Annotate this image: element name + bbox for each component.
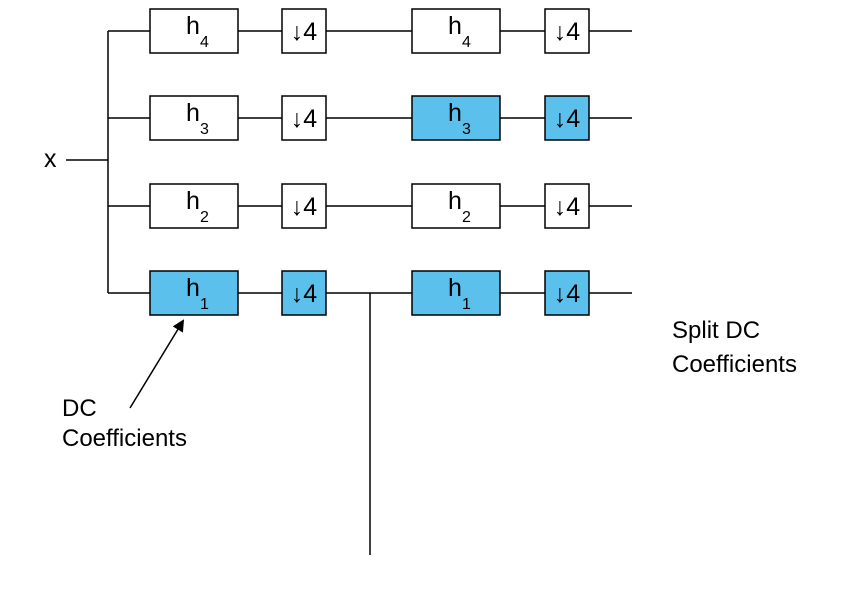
input-label: x	[44, 145, 57, 173]
filter-label: h	[186, 187, 200, 215]
filter-box-h1	[411, 270, 501, 316]
stage1-row-h2: h2 ↓4	[108, 183, 370, 229]
downsample-label: ↓4	[291, 18, 318, 46]
filter-box-h1	[149, 270, 239, 316]
split-dc-label-line1: Split DC	[672, 317, 760, 344]
stage2-row-h2: h2 ↓4	[370, 183, 632, 229]
downsample-label: ↓4	[554, 193, 581, 221]
stage2-row-h4: h4 ↓4	[370, 8, 632, 54]
filter-subscript: 4	[200, 34, 209, 51]
split-dc-label-line2: Coefficients	[672, 351, 797, 378]
filter-subscript: 3	[200, 121, 209, 138]
filter-box-h4	[411, 8, 501, 54]
filter-box-h3	[411, 95, 501, 141]
dc-label-line2: Coefficients	[62, 425, 187, 452]
filter-label: h	[448, 12, 462, 40]
downsample-box	[544, 95, 590, 141]
downsample-label: ↓4	[554, 280, 581, 308]
stage1-filter-bank: h4↓4h3↓4h2↓4h1↓4	[108, 8, 370, 316]
stage1-row-h3: h3 ↓4	[108, 95, 370, 141]
filter-label: h	[448, 274, 462, 302]
downsample-label: ↓4	[291, 105, 318, 133]
filter-box-h2	[149, 183, 239, 229]
filter-label: h	[448, 187, 462, 215]
downsample-label: ↓4	[291, 280, 318, 308]
filter-subscript: 2	[200, 209, 209, 226]
downsample-box	[281, 183, 327, 229]
downsample-box	[544, 8, 590, 54]
filter-subscript: 4	[462, 34, 471, 51]
downsample-label: ↓4	[291, 193, 318, 221]
stage1-row-h1: h1 ↓4	[108, 270, 370, 316]
filter-box-h3	[149, 95, 239, 141]
stage2-row-h3: h3 ↓4	[370, 95, 632, 141]
downsample-label: ↓4	[554, 105, 581, 133]
downsample-box	[281, 95, 327, 141]
filter-label: h	[186, 99, 200, 127]
downsample-box	[544, 270, 590, 316]
filter-box-h4	[149, 8, 239, 54]
filter-label: h	[186, 274, 200, 302]
stage1-row-h4: h4 ↓4	[108, 8, 370, 54]
dc-label-line1: DC	[62, 395, 97, 422]
filter-label: h	[186, 12, 200, 40]
stage2-filter-bank: h4↓4h3↓4h2↓4h1↓4	[370, 8, 632, 316]
downsample-box	[544, 183, 590, 229]
filter-subscript: 3	[462, 121, 471, 138]
downsample-label: ↓4	[554, 18, 581, 46]
filter-subscript: 1	[462, 296, 471, 313]
filter-subscript: 2	[462, 209, 471, 226]
filter-label: h	[448, 99, 462, 127]
dc-arrow	[129, 319, 185, 409]
stage2-row-h1: h1 ↓4	[370, 270, 632, 316]
downsample-box	[281, 8, 327, 54]
filter-subscript: 1	[200, 296, 209, 313]
downsample-box	[281, 270, 327, 316]
filter-box-h2	[411, 183, 501, 229]
